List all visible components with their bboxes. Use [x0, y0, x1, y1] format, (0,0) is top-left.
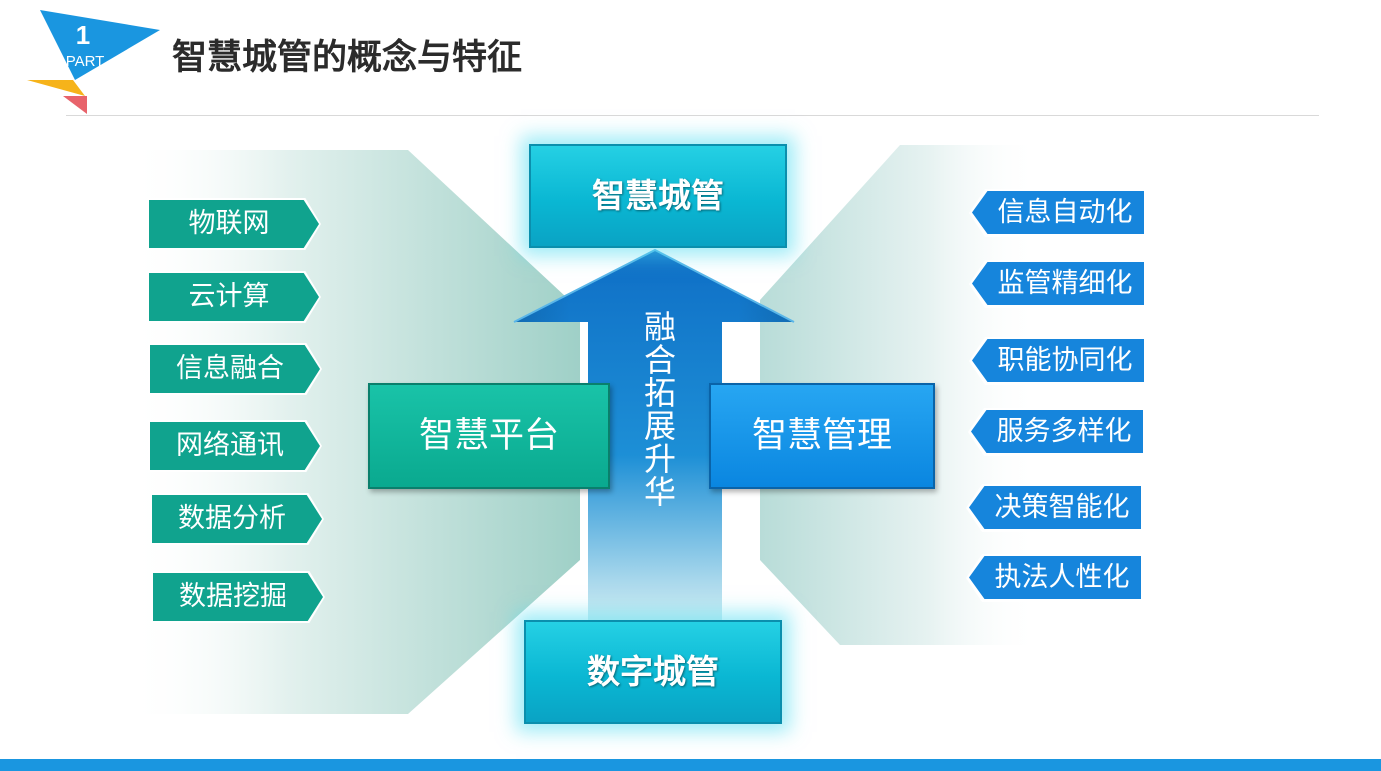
right-tag-label: 信息自动化 — [997, 197, 1133, 228]
right-tag-service: 服务多样化 — [968, 408, 1146, 456]
left-tag-info-fusion: 信息融合 — [148, 343, 322, 395]
left-tag-cloud: 云计算 — [147, 271, 321, 323]
left-tag-label: 物联网 — [188, 208, 270, 239]
footer-bar — [0, 759, 1381, 771]
part-number: 1 — [75, 20, 91, 50]
part-label: PART — [65, 53, 105, 70]
left-tag-label: 数据挖掘 — [179, 581, 287, 612]
smart-management-box: 智慧管理 — [709, 383, 935, 489]
left-tag-label: 云计算 — [188, 281, 270, 312]
page-title: 智慧城管的概念与特征 — [172, 38, 523, 78]
part-badge-logo — [27, 10, 160, 114]
right-tag-label: 监管精细化 — [997, 268, 1133, 299]
right-tag-label: 决策智能化 — [994, 492, 1130, 523]
right-tag-label: 服务多样化 — [996, 416, 1132, 447]
left-tag-label: 信息融合 — [176, 353, 284, 384]
upgrade-arrow — [513, 248, 795, 623]
left-tag-data-analysis: 数据分析 — [150, 493, 324, 545]
digital-city-management-box: 数字城管 — [524, 620, 782, 724]
right-tag-coordination: 职能协同化 — [969, 337, 1147, 385]
right-tag-label: 职能协同化 — [997, 345, 1133, 376]
left-tag-network: 网络通讯 — [148, 420, 322, 472]
right-tag-label: 执法人性化 — [994, 562, 1130, 593]
smart-city-management-box: 智慧城管 — [529, 144, 787, 248]
arrow-label: 融合拓展升华 — [639, 310, 677, 508]
left-tag-label: 网络通讯 — [176, 430, 284, 461]
left-tag-label: 数据分析 — [178, 503, 286, 534]
left-tag-data-mining: 数据挖掘 — [151, 571, 325, 623]
smart-platform-box: 智慧平台 — [368, 383, 610, 489]
right-tag-enforcement: 执法人性化 — [966, 554, 1144, 602]
right-tag-supervision: 监管精细化 — [969, 260, 1147, 308]
right-tag-decision: 决策智能化 — [966, 484, 1144, 532]
header-divider — [66, 115, 1319, 116]
left-tag-iot: 物联网 — [147, 198, 321, 250]
right-tag-automation: 信息自动化 — [969, 189, 1147, 237]
